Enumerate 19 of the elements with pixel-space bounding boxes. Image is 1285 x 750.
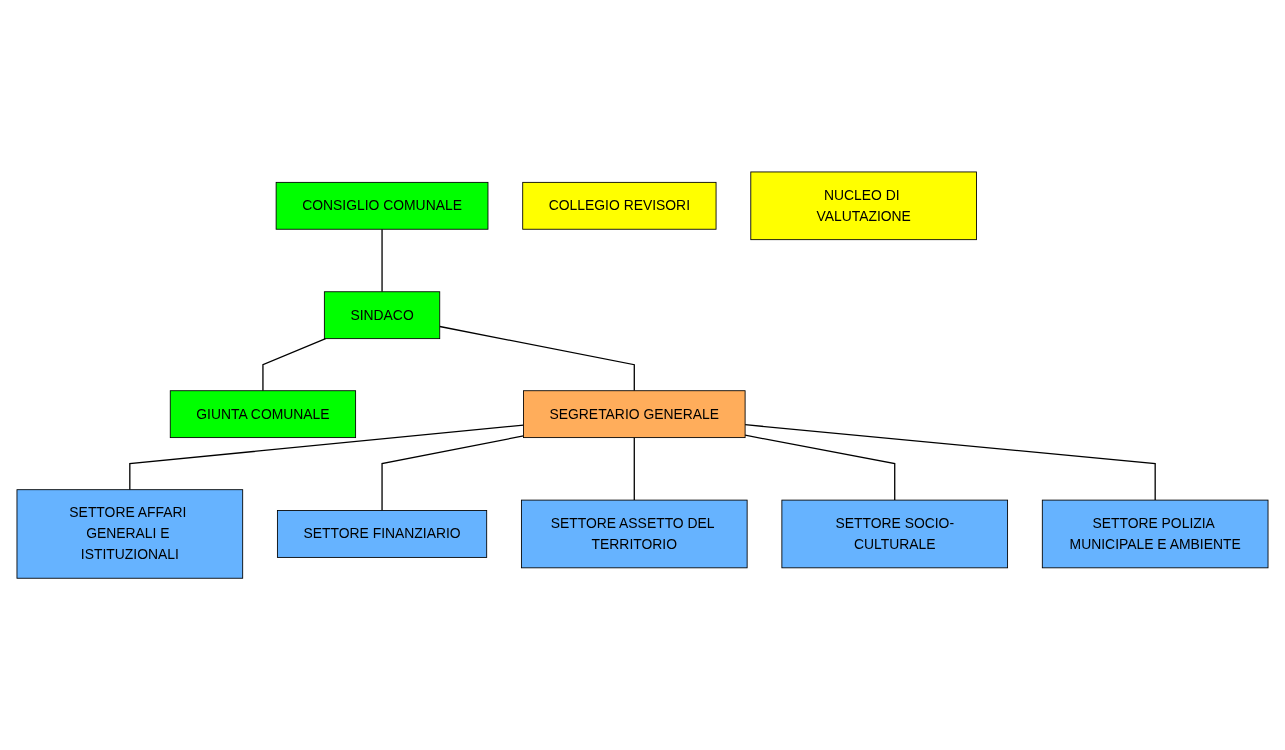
node-box: CONSIGLIO COMUNALE <box>275 181 489 230</box>
connector <box>744 434 896 501</box>
node-box: SETTORE FINANZIARIO <box>276 510 488 558</box>
node-box: SETTORE ASSETTO DEL TERRITORIO <box>521 499 748 569</box>
node-box: SETTORE AFFARI GENERALI E ISTITUZIONALI <box>16 489 244 579</box>
node-box: SINDACO <box>323 291 441 339</box>
node-box: SETTORE SOCIO-CULTURALE <box>781 499 1009 569</box>
node-box: NUCLEO DI VALUTAZIONE <box>750 171 977 240</box>
node-box: GIUNTA COMUNALE <box>169 390 357 438</box>
connector <box>129 424 525 491</box>
connector <box>744 423 1156 501</box>
connector <box>381 435 525 512</box>
connector <box>439 325 635 392</box>
connector <box>381 228 383 293</box>
node-box: COLLEGIO REVISORI <box>522 181 717 230</box>
connector <box>262 337 327 392</box>
node-box: SETTORE POLIZIA MUNICIPALE E AMBIENTE <box>1041 499 1269 569</box>
connector <box>633 436 635 501</box>
node-box: SEGRETARIO GENERALE <box>523 390 746 438</box>
